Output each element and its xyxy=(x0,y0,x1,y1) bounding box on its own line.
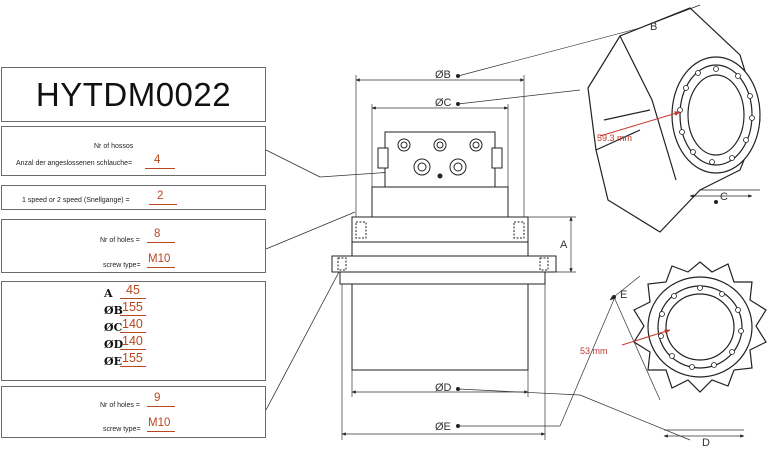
label-b: ØB xyxy=(435,69,451,81)
speed-box: 1 speed or 2 speed (Snellgange) = 2 xyxy=(1,185,266,210)
dimensions-box: A 45 ØB 155 ØC 140 ØD 140 ØE 155 xyxy=(1,281,266,381)
label-c-dot xyxy=(456,102,460,106)
label-a: A xyxy=(560,239,568,251)
screw-bottom-underline xyxy=(147,431,175,432)
dim-underline-b xyxy=(120,315,146,316)
dim-value-c: 140 xyxy=(122,317,143,331)
holes-bottom-box: Nr of holes = 9 screw type= M10 xyxy=(1,386,266,438)
dim-underline-a xyxy=(120,298,146,299)
label-e: ØE xyxy=(435,421,451,433)
hoses-label-en: Nr of hossos xyxy=(94,143,134,150)
label-d-dot xyxy=(456,387,460,391)
title-box: HYTDM0022 xyxy=(1,67,266,122)
dim-key-e: ØE xyxy=(104,355,122,368)
holes-top-value: 8 xyxy=(154,228,161,240)
hoses-box: Nr of hossos Anzal der angeslossenen sch… xyxy=(1,126,266,176)
label-c: ØC xyxy=(435,97,452,109)
speed-value: 2 xyxy=(157,190,164,202)
dim-key-d: ØD xyxy=(104,338,124,351)
speed-label: 1 speed or 2 speed (Snellgange) = xyxy=(22,197,130,204)
detail-b-label: B xyxy=(650,21,657,33)
screw-bottom-label: screw type= xyxy=(103,426,141,433)
dim-underline-d xyxy=(120,349,146,350)
dim-key-b: ØB xyxy=(104,304,123,317)
hoses-value: 4 xyxy=(154,154,161,166)
label-e-dot xyxy=(456,424,460,428)
measure-bottom-text: 53 mm xyxy=(580,346,608,356)
dim-key-c: ØC xyxy=(104,321,123,334)
holes-bottom-value: 9 xyxy=(154,392,161,404)
hoses-label-de: Anzal der angeslossenen schlauche= xyxy=(16,160,133,167)
housing-detail xyxy=(587,4,761,233)
model-title: HYTDM0022 xyxy=(35,75,232,113)
dim-underline-e xyxy=(120,366,146,367)
detail-c-label: C xyxy=(720,191,728,203)
measure-line-top xyxy=(599,111,681,137)
holes-top-underline xyxy=(147,242,175,243)
holes-top-box: Nr of holes = 8 screw type= M10 xyxy=(1,219,266,273)
holes-top-label: Nr of holes = xyxy=(100,237,140,244)
screw-top-underline xyxy=(147,267,175,268)
motor-side-view xyxy=(331,131,557,371)
holes-bottom-underline xyxy=(147,406,175,407)
screw-top-value: M10 xyxy=(148,253,171,265)
measure-top-text: 59.3 mm xyxy=(597,133,632,143)
dim-value-b: 155 xyxy=(122,300,143,314)
detail-e-dot xyxy=(612,295,616,299)
dimension-lines xyxy=(341,27,691,441)
dim-value-e: 155 xyxy=(122,351,143,365)
detail-e-label: E xyxy=(620,289,627,301)
label-b-dot xyxy=(456,74,460,78)
dim-underline-c xyxy=(120,332,146,333)
measure-line-bottom xyxy=(621,329,671,346)
dim-key-a: A xyxy=(104,287,113,300)
speed-underline xyxy=(149,204,177,205)
dim-value-a: 45 xyxy=(126,283,140,297)
detail-d-label: D xyxy=(702,437,710,449)
hoses-underline xyxy=(145,168,175,169)
screw-top-label: screw type= xyxy=(103,262,141,269)
screw-bottom-value: M10 xyxy=(148,417,171,429)
label-d: ØD xyxy=(435,382,452,394)
dim-value-d: 140 xyxy=(122,334,143,348)
holes-bottom-label: Nr of holes = xyxy=(100,402,140,409)
detail-c-dot xyxy=(714,200,718,204)
sprocket-detail xyxy=(633,261,767,393)
